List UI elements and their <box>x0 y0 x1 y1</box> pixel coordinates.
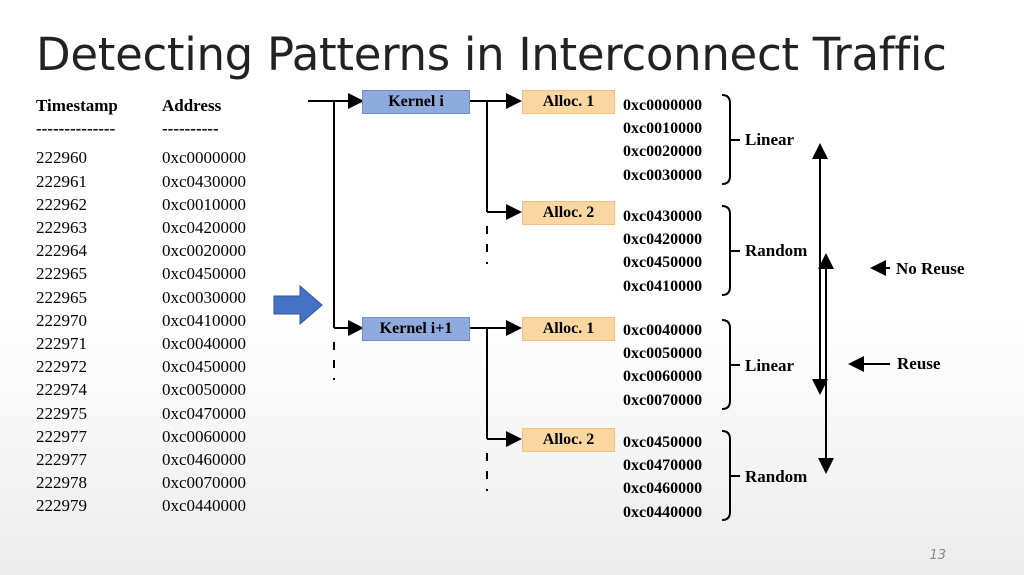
address-entry: 0xc0470000 <box>623 457 703 475</box>
timestamp-cell: 222975 <box>36 403 87 423</box>
address-header: Address <box>162 96 222 115</box>
address-entry: 0xc0450000 <box>623 254 703 272</box>
address-entry: 0xc0410000 <box>623 277 703 295</box>
timestamp-cell: 222963 <box>36 218 87 238</box>
address-cell: 0xc0440000 <box>162 496 247 516</box>
address-group-3: 0xc0040000 0xc0050000 0xc0060000 0xc0070… <box>623 319 702 412</box>
timestamp-header: Timestamp <box>36 96 118 115</box>
timestamp-cell: 222960 <box>36 148 87 168</box>
address-cell: 0xc0450000 <box>162 357 247 377</box>
pattern-label-random-1: Random <box>745 241 808 260</box>
address-cell: 0xc0000000 <box>162 148 247 168</box>
address-entry: 0xc0010000 <box>623 120 703 138</box>
address-entry: 0xc0440000 <box>623 503 703 521</box>
address-entry: 0xc0070000 <box>623 391 703 409</box>
timestamp-cell: 222965 <box>36 264 87 284</box>
address-group-4: 0xc0450000 0xc0470000 0xc0460000 0xc0440… <box>623 431 702 524</box>
alloc-box-k2-a2: Alloc. 2 <box>522 428 615 452</box>
address-entry: 0xc0000000 <box>623 97 703 114</box>
timestamp-cell: 222974 <box>36 380 87 400</box>
address-list: 0xc0000000 0xc0430000 0xc0010000 0xc0420000… <box>162 146 246 517</box>
timestamp-cell: 222970 <box>36 310 87 330</box>
address-cell: 0xc0410000 <box>162 310 247 330</box>
address-divider: ---------- <box>162 119 219 139</box>
timestamp-divider: -------------- <box>36 119 116 139</box>
address-cell: 0xc0430000 <box>162 171 247 191</box>
address-cell: 0xc0020000 <box>162 241 247 261</box>
timestamp-cell: 222979 <box>36 496 87 516</box>
address-entry: 0xc0040000 <box>623 322 703 339</box>
timestamp-cell: 222961 <box>36 171 87 191</box>
no-reuse-label: No Reuse <box>896 259 965 278</box>
alloc-box-k1-a1: Alloc. 1 <box>522 90 615 114</box>
address-entry: 0xc0060000 <box>623 368 703 386</box>
pattern-label-random-2: Random <box>745 467 808 486</box>
address-entry: 0xc0030000 <box>623 166 703 184</box>
timestamp-cell: 222964 <box>36 241 87 261</box>
page-number: 13 <box>929 548 946 563</box>
address-cell: 0xc0060000 <box>162 426 247 446</box>
kernel-i-box: Kernel i <box>362 90 470 114</box>
address-cell: 0xc0040000 <box>162 334 247 354</box>
timestamp-cell: 222962 <box>36 194 87 214</box>
address-entry: 0xc0450000 <box>623 434 703 451</box>
timestamp-cell: 222978 <box>36 473 87 493</box>
address-cell: 0xc0450000 <box>162 264 247 284</box>
timestamp-list: 222960 222961 222962 222963 222964 222965 2229… <box>36 146 118 517</box>
address-group-2: 0xc0430000 0xc0420000 0xc0450000 0xc0410… <box>623 205 702 298</box>
address-cell: 0xc0470000 <box>162 403 247 423</box>
address-entry: 0xc0460000 <box>623 480 703 498</box>
bracket-2 <box>721 205 740 296</box>
address-entry: 0xc0050000 <box>623 345 703 363</box>
flow-arrow-icon <box>273 284 323 326</box>
address-cell: 0xc0050000 <box>162 380 247 400</box>
address-cell: 0xc0420000 <box>162 218 247 238</box>
timestamp-cell: 222977 <box>36 426 87 446</box>
timestamp-cell: 222977 <box>36 450 87 470</box>
pattern-label-linear-2: Linear <box>745 356 795 375</box>
timestamp-cell: 222965 <box>36 287 87 307</box>
bracket-3 <box>721 319 740 410</box>
address-cell: 0xc0070000 <box>162 473 247 493</box>
address-cell: 0xc0010000 <box>162 194 247 214</box>
alloc-box-k2-a1: Alloc. 1 <box>522 317 615 341</box>
bracket-4 <box>721 430 740 521</box>
reuse-label: Reuse <box>897 354 941 373</box>
address-cell: 0xc0030000 <box>162 287 247 307</box>
bracket-1 <box>721 94 740 185</box>
address-entry: 0xc0430000 <box>623 208 703 225</box>
address-entry: 0xc0020000 <box>623 143 703 161</box>
address-group-1: 0xc0000000 0xc0010000 0xc0020000 0xc0030… <box>623 94 702 187</box>
alloc-box-k1-a2: Alloc. 2 <box>522 201 615 225</box>
timestamp-cell: 222972 <box>36 357 87 377</box>
kernel-i-plus-1-box: Kernel i+1 <box>362 317 470 341</box>
address-entry: 0xc0420000 <box>623 231 703 249</box>
pattern-label-linear-1: Linear <box>745 130 795 149</box>
timestamp-cell: 222971 <box>36 334 87 354</box>
slide-title: Detecting Patterns in Interconnect Traff… <box>36 28 947 81</box>
address-cell: 0xc0460000 <box>162 450 247 470</box>
